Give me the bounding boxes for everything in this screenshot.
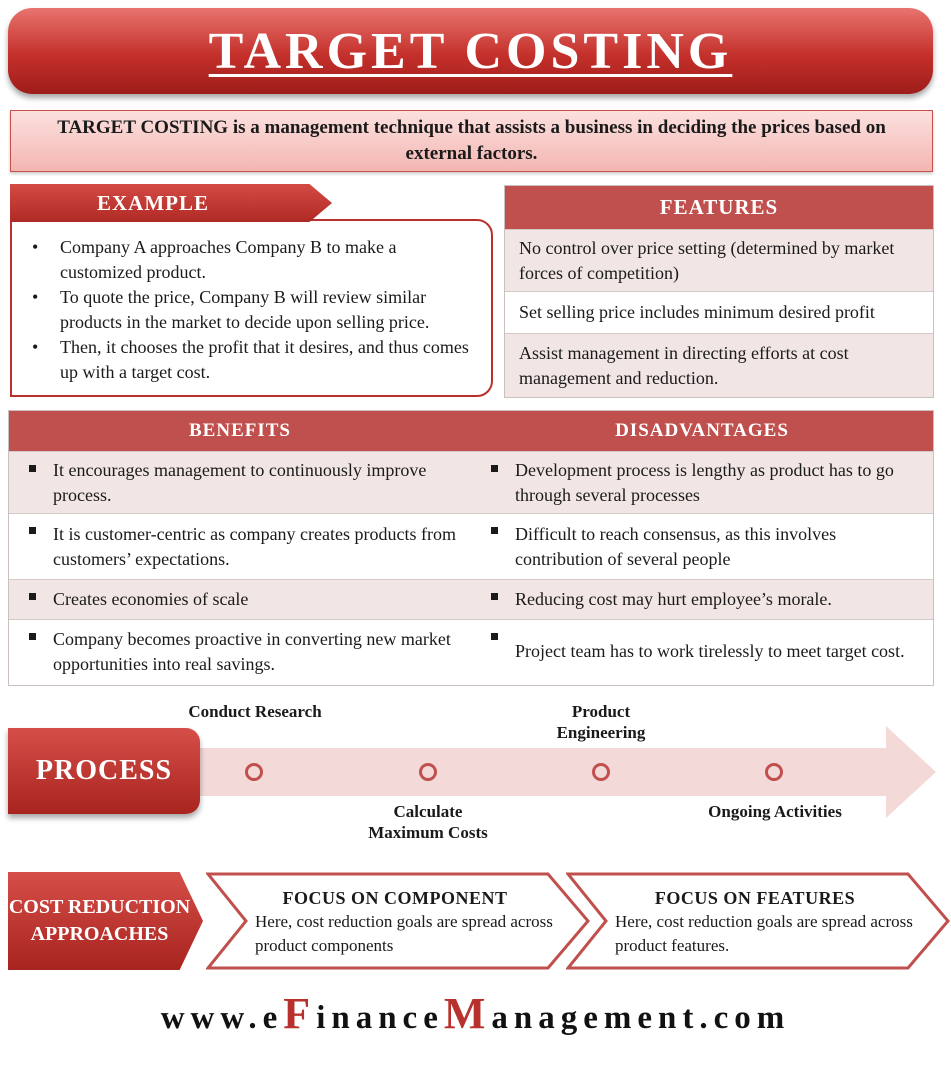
disadvantage-text: Difficult to reach consensus, as this in…: [515, 523, 837, 569]
feature-text: Assist management in directing efforts a…: [519, 342, 849, 388]
disadvantages-header: DISADVANTAGES: [615, 420, 789, 441]
approach-features: FOCUS ON FEATURES Here, cost reduction g…: [615, 886, 915, 958]
disadvantage-cell: Reducing cost may hurt employee’s morale…: [471, 580, 933, 619]
benefit-cell: It encourages management to continuously…: [9, 452, 471, 513]
bullet-square-icon: [29, 593, 36, 600]
process-step-marker: [245, 763, 263, 781]
feature-row: No control over price setting (determine…: [505, 229, 933, 291]
approach-chevron: [206, 872, 590, 970]
footer-part: M: [443, 989, 492, 1038]
benefits-header: BENEFITS: [189, 420, 291, 441]
disadvantage-text: Reducing cost may hurt employee’s morale…: [515, 589, 832, 609]
approach-component: FOCUS ON COMPONENT Here, cost reduction …: [255, 886, 555, 958]
features-panel: FEATURES No control over price setting (…: [504, 185, 934, 398]
disadvantage-cell: Project team has to work tirelessly to m…: [471, 620, 933, 683]
footer-website: www.eFinanceManagement.com: [0, 988, 951, 1038]
example-header: EXAMPLE: [10, 184, 332, 222]
benefit-text: Company becomes proactive in converting …: [53, 628, 451, 674]
process-label: PROCESS: [8, 728, 200, 814]
bullet-square-icon: [491, 527, 498, 534]
approach-title: FOCUS ON COMPONENT: [282, 888, 508, 908]
definition-term: TARGET COSTING: [57, 117, 229, 138]
footer-part: www.e: [160, 1000, 284, 1036]
table-row: It is customer-centric as company create…: [9, 513, 933, 579]
approach-text: Here, cost reduction goals are spread ac…: [255, 912, 553, 955]
title-banner: TARGET COSTING: [8, 8, 933, 94]
bullet-square-icon: [491, 593, 498, 600]
benefits-disadvantages-table: BENEFITS DISADVANTAGES It encourages man…: [8, 410, 934, 686]
benefit-text: It is customer-centric as company create…: [53, 523, 456, 569]
process-step-label: Conduct Research: [188, 702, 322, 721]
table-header: BENEFITS DISADVANTAGES: [9, 411, 933, 451]
process-arrow: [180, 726, 936, 818]
definition-body: is a management technique that assists a…: [228, 117, 886, 164]
process-step-label: Ongoing Activities: [708, 802, 842, 821]
disadvantage-text: Project team has to work tirelessly to m…: [515, 641, 905, 661]
features-header: FEATURES: [505, 186, 933, 229]
cost-reduction-label: COST REDUCTION APPROACHES: [8, 872, 203, 970]
table-row: It encourages management to continuously…: [9, 451, 933, 513]
example-item: To quote the price, Company B will revie…: [30, 285, 477, 335]
feature-text: No control over price setting (determine…: [519, 237, 895, 283]
disadvantage-text: Development process is lengthy as produc…: [515, 459, 894, 505]
approach-chevron: [566, 872, 950, 970]
process-step-label: Product Engineering: [556, 702, 646, 742]
approach-title: FOCUS ON FEATURES: [654, 888, 856, 908]
bullet-square-icon: [29, 527, 36, 534]
disadvantage-cell: Difficult to reach consensus, as this in…: [471, 514, 933, 579]
example-list: Company A approaches Company B to make a…: [30, 235, 477, 385]
footer-part: F: [283, 989, 317, 1038]
example-box: Company A approaches Company B to make a…: [10, 219, 493, 397]
feature-row: Set selling price includes minimum desir…: [505, 291, 933, 333]
process-step-label: Calculate Maximum Costs: [368, 802, 488, 842]
feature-text: Set selling price includes minimum desir…: [519, 302, 875, 322]
process-step-marker: [592, 763, 610, 781]
benefit-text: Creates economies of scale: [53, 589, 249, 609]
process-step-marker: [419, 763, 437, 781]
definition-text: TARGET COSTING is a management technique…: [31, 115, 912, 167]
bullet-square-icon: [491, 633, 498, 640]
table-row: Company becomes proactive in converting …: [9, 619, 933, 683]
footer-part: inance: [316, 1000, 444, 1036]
benefit-cell: It is customer-centric as company create…: [9, 514, 471, 579]
example-item: Then, it chooses the profit that it desi…: [30, 335, 477, 385]
benefit-text: It encourages management to continuously…: [53, 459, 427, 505]
bullet-square-icon: [29, 633, 36, 640]
approach-text: Here, cost reduction goals are spread ac…: [615, 912, 913, 955]
disadvantage-cell: Development process is lengthy as produc…: [471, 452, 933, 513]
bullet-square-icon: [29, 465, 36, 472]
benefit-cell: Company becomes proactive in converting …: [9, 620, 471, 683]
definition-box: TARGET COSTING is a management technique…: [10, 110, 933, 172]
bullet-square-icon: [491, 465, 498, 472]
process-step-marker: [765, 763, 783, 781]
page-title: TARGET COSTING: [208, 22, 733, 80]
feature-row: Assist management in directing efforts a…: [505, 333, 933, 397]
footer-part: anagement.com: [491, 1000, 791, 1036]
benefit-cell: Creates economies of scale: [9, 580, 471, 619]
table-row: Creates economies of scale Reducing cost…: [9, 579, 933, 619]
example-item: Company A approaches Company B to make a…: [30, 235, 477, 285]
